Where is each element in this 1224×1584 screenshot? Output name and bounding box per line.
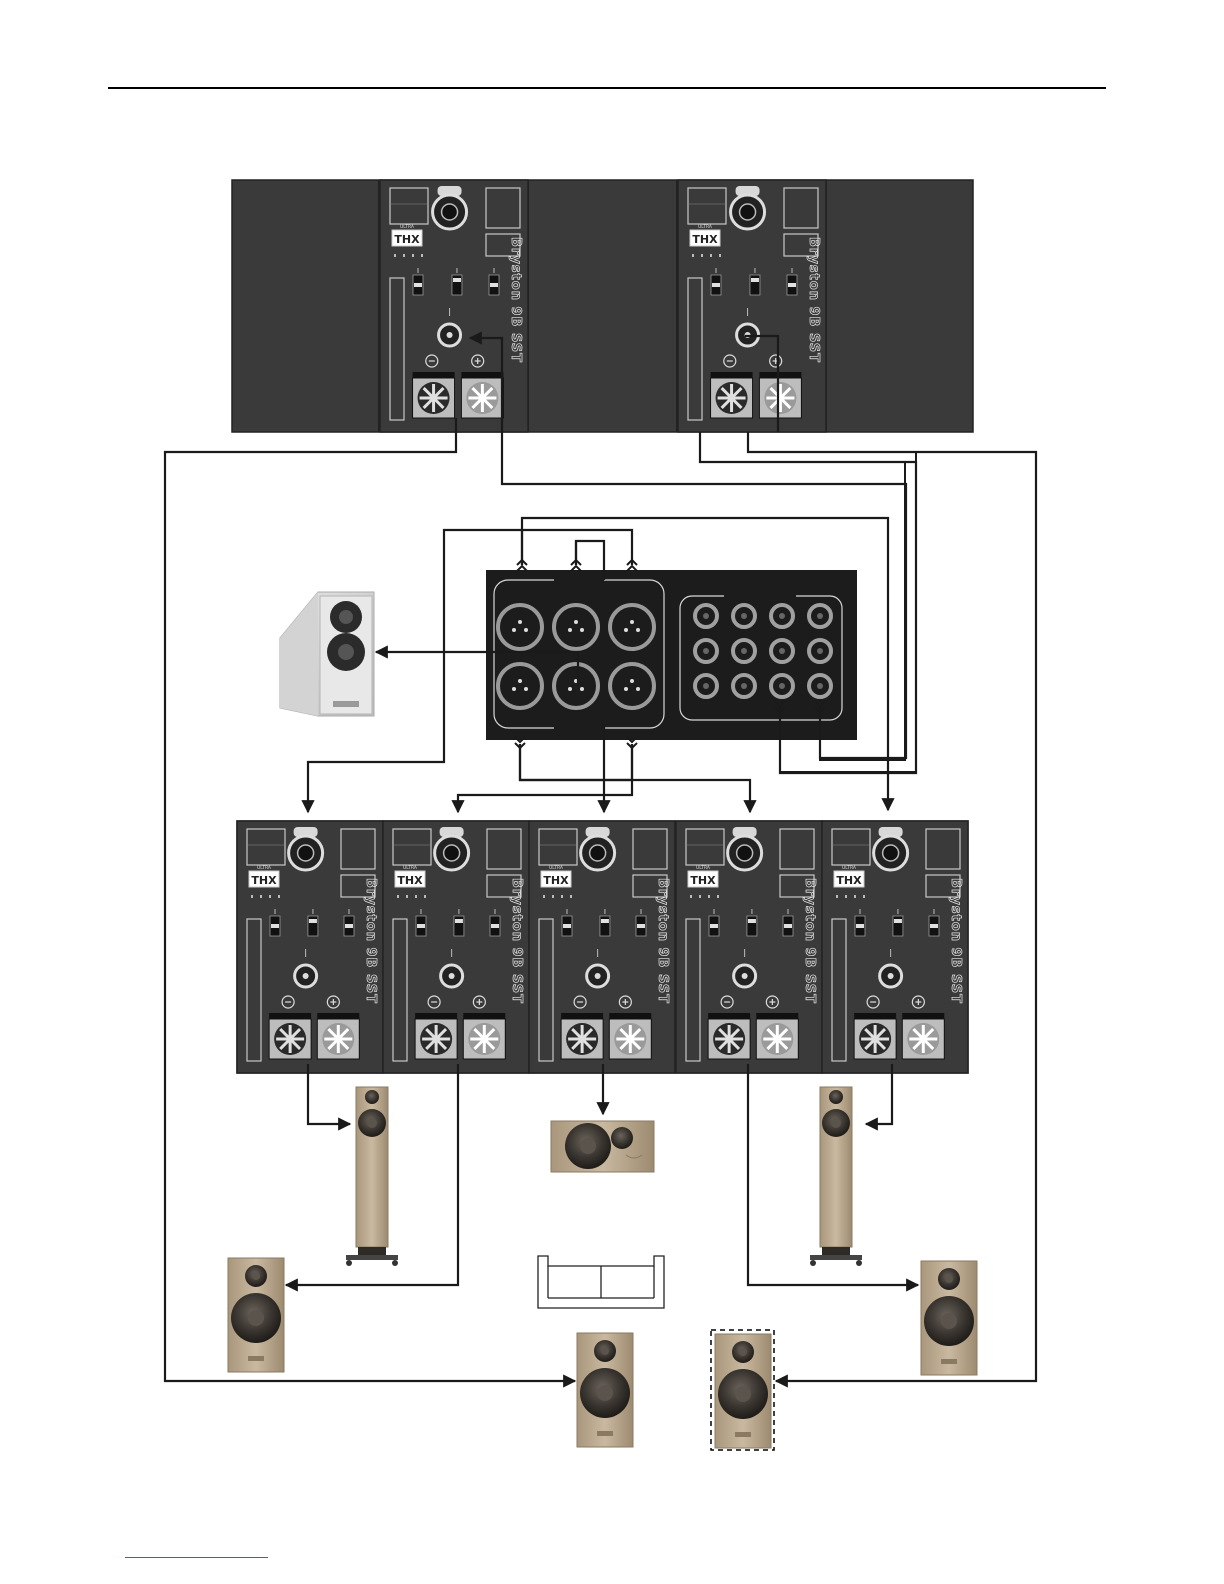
brand-vertical-text: Bryston 9B SST <box>806 237 821 363</box>
thx-badge-text: THX <box>397 874 423 887</box>
rca-jack-12 <box>809 675 831 697</box>
thx-badge-subtext: ULTRA <box>698 224 713 230</box>
xlr-jack-4 <box>498 664 542 708</box>
thx-badge-subtext: ULTRA <box>842 865 857 871</box>
thx-badge-text: THX <box>251 874 277 887</box>
rca-jack-8 <box>809 640 831 662</box>
wire <box>458 744 632 812</box>
bottom-module-3: THX ULTRA Bryston 9B SST <box>529 821 675 1073</box>
center-speaker <box>551 1121 654 1172</box>
brand-vertical-text: Bryston 9B SST <box>508 237 523 363</box>
bottom-module-4: THX ULTRA Bryston 9B SST <box>676 821 822 1073</box>
thx-badge-text: THX <box>692 233 718 246</box>
thx-badge-text: THX <box>394 233 420 246</box>
thx-badge-text: THX <box>690 874 716 887</box>
thx-badge-text: THX <box>836 874 862 887</box>
top-module-2: THX ULTRA Bryston 9B SST <box>678 180 826 432</box>
bottom-module-2: THX ULTRA Bryston 9B SST <box>383 821 529 1073</box>
wire <box>520 744 632 780</box>
front-left-tower-speaker <box>346 1087 398 1266</box>
subwoofer <box>280 592 374 716</box>
side-right-bookshelf-speaker <box>921 1261 977 1375</box>
thx-badge-subtext: ULTRA <box>549 865 564 871</box>
bottom-amplifier-modules: THX ULTRA Bryston 9B SST THX ULTRA Bryston 9B… <box>237 821 968 1073</box>
rear-left-bookshelf-speaker <box>577 1333 633 1447</box>
thx-badge-text: THX <box>543 874 569 887</box>
rca-jack-7 <box>771 640 793 662</box>
thx-badge-subtext: ULTRA <box>400 224 415 230</box>
top-amplifier-chassis <box>232 180 973 432</box>
rca-jack-2 <box>733 605 755 627</box>
brand-vertical-text: Bryston 9B SST <box>655 878 670 1004</box>
rca-jack-4 <box>809 605 831 627</box>
xlr-jack-1 <box>498 605 542 649</box>
listening-sofa <box>538 1256 664 1308</box>
brand-vertical-text: Bryston 9B SST <box>363 878 378 1004</box>
brand-vertical-text: Bryston 9B SST <box>948 878 963 1004</box>
rca-jack-9 <box>695 675 717 697</box>
xlr-jack-6 <box>610 664 654 708</box>
thx-badge-subtext: ULTRA <box>696 865 711 871</box>
rca-jack-6 <box>733 640 755 662</box>
rear-right-bookshelf-speaker <box>715 1334 771 1448</box>
rca-jack-1 <box>695 605 717 627</box>
footer-link-underline <box>125 1557 268 1558</box>
rca-jack-10 <box>733 675 755 697</box>
top-module-1: THX ULTRA Bryston 9B SST <box>380 180 528 432</box>
thx-badge-subtext: ULTRA <box>257 865 272 871</box>
front-right-tower-speaker <box>810 1087 862 1266</box>
surround-processor <box>486 570 857 740</box>
bottom-module-1: THX ULTRA Bryston 9B SST <box>237 821 383 1073</box>
xlr-jack-5 <box>554 664 598 708</box>
xlr-jack-3 <box>610 605 654 649</box>
brand-vertical-text: Bryston 9B SST <box>509 878 524 1004</box>
rca-jack-11 <box>771 675 793 697</box>
side-left-bookshelf-speaker <box>228 1258 284 1372</box>
rca-jack-3 <box>771 605 793 627</box>
brand-vertical-text: Bryston 9B SST <box>802 878 817 1004</box>
thx-badge-subtext: ULTRA <box>403 865 418 871</box>
rca-jack-5 <box>695 640 717 662</box>
xlr-jack-2 <box>554 605 598 649</box>
bottom-module-5: THX ULTRA Bryston 9B SST <box>822 821 968 1073</box>
wire <box>520 744 750 812</box>
